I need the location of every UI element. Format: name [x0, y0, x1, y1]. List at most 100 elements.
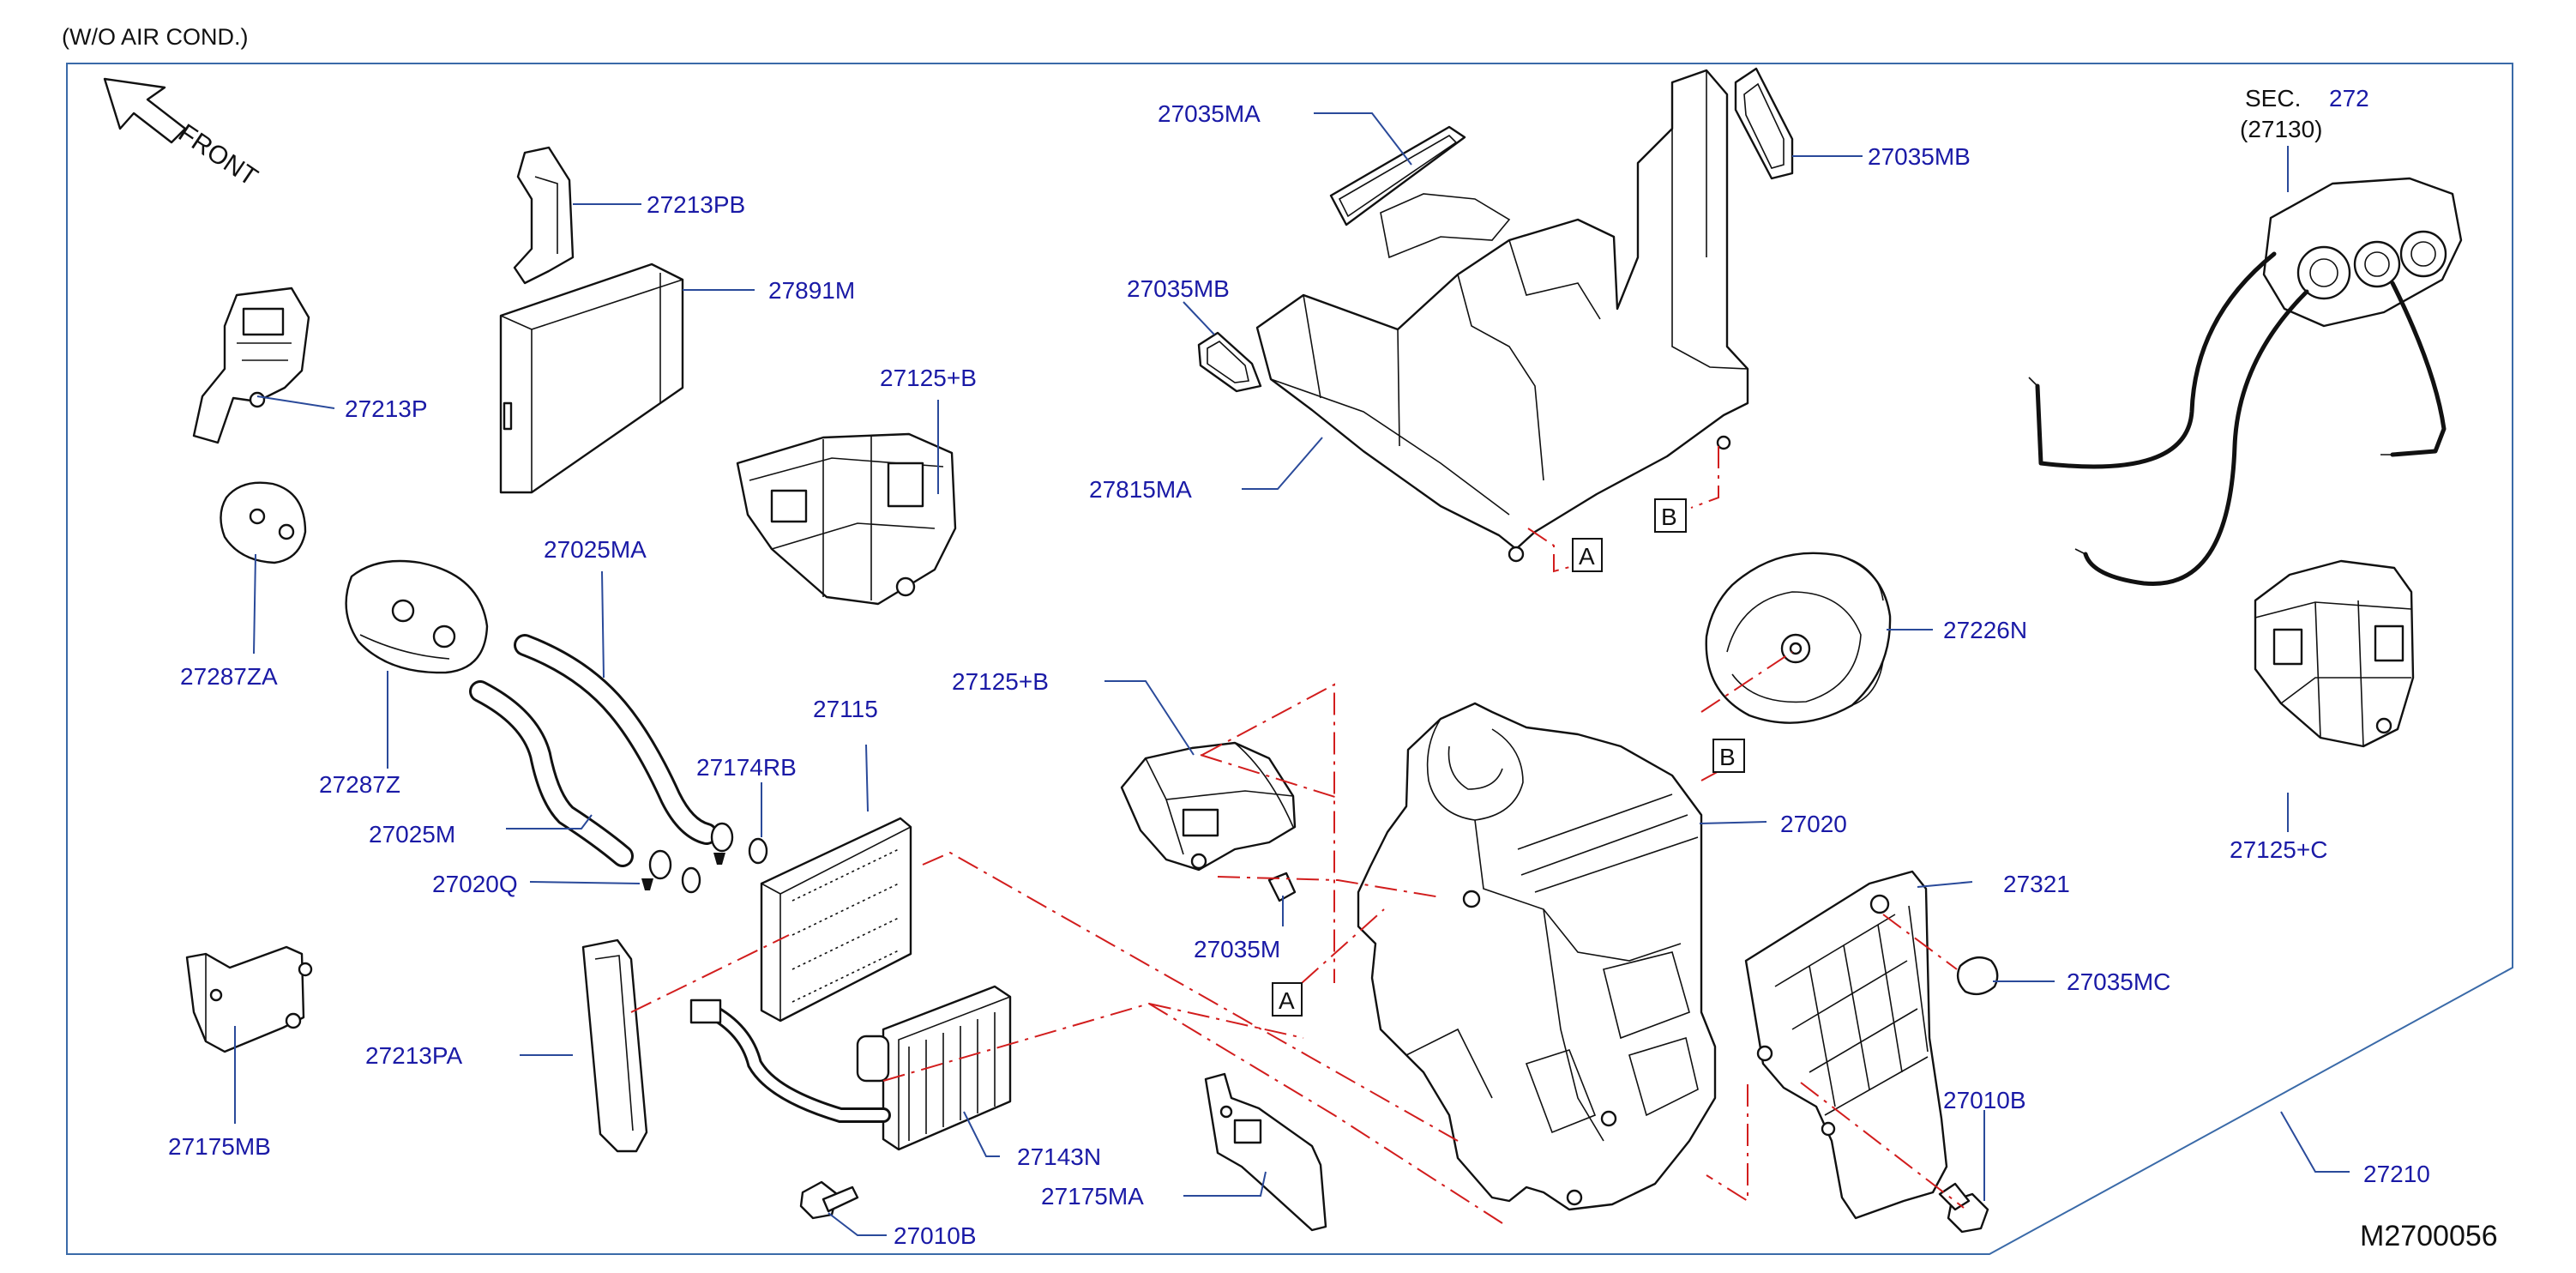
leader-line	[828, 1212, 887, 1236]
part-label-27020q[interactable]: 27020Q	[432, 871, 518, 897]
bracket-27213pb-drawing	[513, 146, 575, 285]
centerline-chain	[1706, 1084, 1748, 1203]
leader-line	[2280, 1111, 2350, 1173]
seal-27035mb-top-drawing	[1734, 67, 1794, 180]
screw-27010b-left-drawing	[799, 1180, 859, 1220]
part-label-27025m[interactable]: 27025M	[369, 821, 455, 848]
duct-27815ma-drawing	[1255, 69, 1749, 563]
part-label-27115[interactable]: 27115	[813, 696, 878, 722]
controller-27130-drawing	[2028, 177, 2463, 587]
leader-line	[1104, 680, 1195, 756]
grommet-27287z-drawing	[345, 559, 489, 674]
part-label-27287za[interactable]: 27287ZA	[180, 663, 278, 690]
part-label-27213pb[interactable]: 27213PB	[647, 191, 745, 218]
filter-27891m-drawing	[499, 262, 684, 494]
seal-27035ma-drawing	[1329, 125, 1466, 226]
part-label-27175ma[interactable]: 27175MA	[1041, 1183, 1144, 1210]
seal-27035m-drawing	[1267, 872, 1297, 902]
centerline-chain	[922, 851, 1459, 1142]
part-label-27815ma[interactable]: 27815MA	[1089, 476, 1192, 503]
part-label-27143n[interactable]: 27143N	[1017, 1143, 1101, 1170]
centerline-chain	[1201, 683, 1335, 983]
centerline-chain	[1200, 754, 1339, 799]
ref-letter-b-mid: B	[1719, 744, 1736, 770]
part-label-27226n[interactable]: 27226N	[1943, 617, 2027, 643]
actuator-27213p-drawing	[192, 287, 310, 444]
leader-line	[1314, 112, 1412, 166]
cover-27321-drawing	[1744, 870, 1948, 1220]
part-label-27025ma[interactable]: 27025MA	[544, 536, 647, 563]
assembly-frame	[66, 63, 2513, 1255]
diagram-id: M2700056	[2360, 1220, 2498, 1252]
bracket-27175mb-drawing	[185, 945, 313, 1053]
actuator-27125b-mid-drawing	[1120, 741, 1297, 872]
part-label-27321[interactable]: 27321	[2003, 871, 2070, 897]
leader-line	[1917, 881, 1973, 888]
part-label-27010b-right[interactable]: 27010B	[1943, 1087, 2026, 1113]
ref-letter-a-top: A	[1579, 543, 1595, 570]
part-label-27891m[interactable]: 27891M	[768, 277, 855, 304]
blower-27226n-drawing	[1705, 552, 1892, 724]
hose-27025m-drawing	[469, 680, 634, 867]
leader-line	[963, 1111, 1000, 1157]
leader-line	[256, 395, 335, 409]
part-label-27213pa[interactable]: 27213PA	[365, 1042, 462, 1069]
part-label-27010b-left[interactable]: 27010B	[894, 1222, 977, 1249]
leader-line	[253, 553, 256, 655]
part-label-27035ma[interactable]: 27035MA	[1158, 100, 1261, 127]
centerline-chain	[1148, 1003, 1304, 1039]
centerline-chain	[1217, 876, 1441, 898]
actuator-27125c-drawing	[2254, 559, 2415, 748]
part-label-27035mb-left[interactable]: 27035MB	[1127, 275, 1230, 302]
leader-line	[1699, 821, 1767, 824]
sec-number: 272	[2329, 85, 2369, 112]
part-label-27125b-top[interactable]: 27125+B	[880, 365, 977, 391]
leader-line	[1183, 1171, 1267, 1197]
part-label-27125c[interactable]: 27125+C	[2230, 836, 2327, 863]
seal-27213pa-drawing	[581, 938, 648, 1153]
leader-line	[1183, 301, 1215, 335]
ref-box-a-top	[1572, 538, 1603, 572]
sec-prefix: SEC.	[2245, 85, 2301, 112]
part-label-27174rb[interactable]: 27174RB	[696, 754, 797, 781]
centerline-chain	[882, 1002, 1503, 1224]
plug-27287za-drawing	[220, 481, 307, 564]
clamps-27174rb-drawing	[641, 822, 768, 894]
centerline-chain	[1690, 446, 1719, 509]
ref-letter-a-mid: A	[1279, 987, 1295, 1014]
centerline-chain	[1301, 908, 1385, 984]
part-label-27213p[interactable]: 27213P	[345, 395, 428, 422]
bracket-27175ma-drawing	[1204, 1072, 1327, 1232]
leader-line	[1242, 437, 1323, 490]
evaporator-27115-drawing	[760, 817, 912, 1023]
leader-line	[529, 881, 641, 884]
ref-box-a-mid	[1272, 982, 1303, 1017]
front-arrow-icon	[103, 77, 187, 144]
seal-27035mb-left-drawing	[1197, 331, 1262, 393]
leader-line	[601, 570, 605, 679]
part-label-27287z[interactable]: 27287Z	[319, 771, 400, 798]
part-label-27210[interactable]: 27210	[2363, 1161, 2430, 1187]
ref-letter-b-top: B	[1661, 504, 1677, 530]
housing-27020-drawing	[1357, 702, 1717, 1211]
centerline-chain	[1527, 528, 1574, 573]
part-label-27035m[interactable]: 27035M	[1194, 936, 1280, 962]
part-label-27020[interactable]: 27020	[1780, 811, 1847, 837]
part-label-27035mc[interactable]: 27035MC	[2067, 968, 2170, 995]
centerline-chain	[1882, 914, 1958, 970]
ref-box-b-top	[1654, 498, 1687, 533]
heater-core-27143n-drawing	[689, 985, 1012, 1151]
centerline-chain	[630, 934, 790, 1013]
part-label-27035mb-top[interactable]: 27035MB	[1868, 143, 1971, 170]
part-label-27125b-mid[interactable]: 27125+B	[952, 668, 1049, 695]
centerline-chain	[1800, 1082, 1965, 1209]
leader-line	[865, 744, 869, 812]
leader-line	[506, 814, 593, 830]
hose-27025ma-drawing	[514, 634, 718, 845]
part-label-27175mb[interactable]: 27175MB	[168, 1133, 271, 1160]
centerline-chain	[1700, 651, 1793, 713]
ref-box-b-mid	[1712, 739, 1745, 773]
header-note: (W/O AIR COND.)	[62, 24, 249, 50]
sec-subref: (27130)	[2240, 116, 2323, 142]
